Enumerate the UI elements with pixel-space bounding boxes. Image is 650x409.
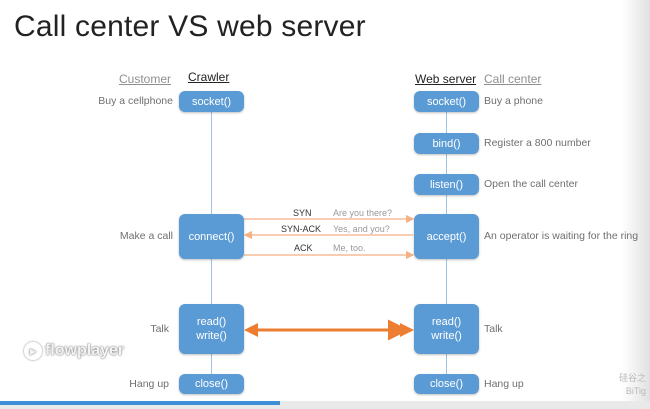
client-close-box: close() — [179, 374, 244, 394]
label-talk-right: Talk — [484, 323, 503, 335]
talk-arrow-right-head — [400, 323, 414, 337]
server-read-label: read() — [431, 316, 462, 328]
talk-arrow-left-head — [244, 323, 258, 337]
header-customer: Customer — [119, 72, 172, 86]
label-buy-cellphone: Buy a cellphone — [98, 95, 173, 107]
header-crawler: Crawler — [188, 70, 230, 84]
header-call-center: Call center — [484, 72, 542, 86]
server-bind-box: bind() — [414, 133, 479, 154]
client-read-label: read() — [196, 316, 227, 328]
client-connect-box: connect() — [179, 214, 244, 259]
video-progress-fill — [0, 401, 280, 405]
server-listen-box: listen() — [414, 174, 479, 195]
client-read-write-box: read() write() — [179, 304, 244, 354]
flowplayer-watermark[interactable]: ▶ flowplayer — [24, 342, 124, 360]
handshake-syn: SYN — [293, 208, 312, 218]
play-icon: ▶ — [24, 342, 42, 360]
header-web-server: Web server — [415, 72, 477, 86]
corner-watermark: 硅谷之 BiTig — [619, 372, 646, 398]
server-write-label: write() — [431, 330, 462, 342]
corner-watermark-line1: 硅谷之 — [618, 373, 646, 383]
corner-watermark-line2: BiTig — [625, 386, 646, 396]
server-socket-box: socket() — [414, 91, 479, 112]
slide-edge-shadow — [622, 0, 650, 409]
handshake-syn-note: Are you there? — [333, 208, 393, 218]
label-talk-left: Talk — [150, 323, 169, 335]
handshake-synack: SYN-ACK — [281, 224, 322, 234]
server-close-box: close() — [414, 374, 479, 394]
client-write-label: write() — [196, 330, 227, 342]
server-read-write-box: read() write() — [414, 304, 479, 354]
server-accept-box: accept() — [414, 214, 479, 259]
label-hang-up-left: Hang up — [129, 378, 169, 390]
label-buy-phone: Buy a phone — [484, 95, 543, 107]
handshake-synack-note: Yes, and you? — [333, 224, 390, 234]
handshake-ack-note: Me, too. — [333, 243, 366, 253]
label-make-call: Make a call — [119, 230, 173, 242]
video-progress-track[interactable] — [0, 401, 650, 409]
label-register: Register a 800 number — [484, 137, 591, 149]
handshake-ack: ACK — [294, 243, 313, 253]
flowplayer-logo-text: flowplayer — [45, 342, 125, 359]
slide-title: Call center VS web server — [14, 10, 366, 43]
label-hang-up-right: Hang up — [484, 378, 524, 390]
label-open-call-center: Open the call center — [484, 178, 578, 190]
label-operator-waiting: An operator is waiting for the ring — [484, 230, 639, 242]
client-socket-box: socket() — [179, 91, 244, 112]
